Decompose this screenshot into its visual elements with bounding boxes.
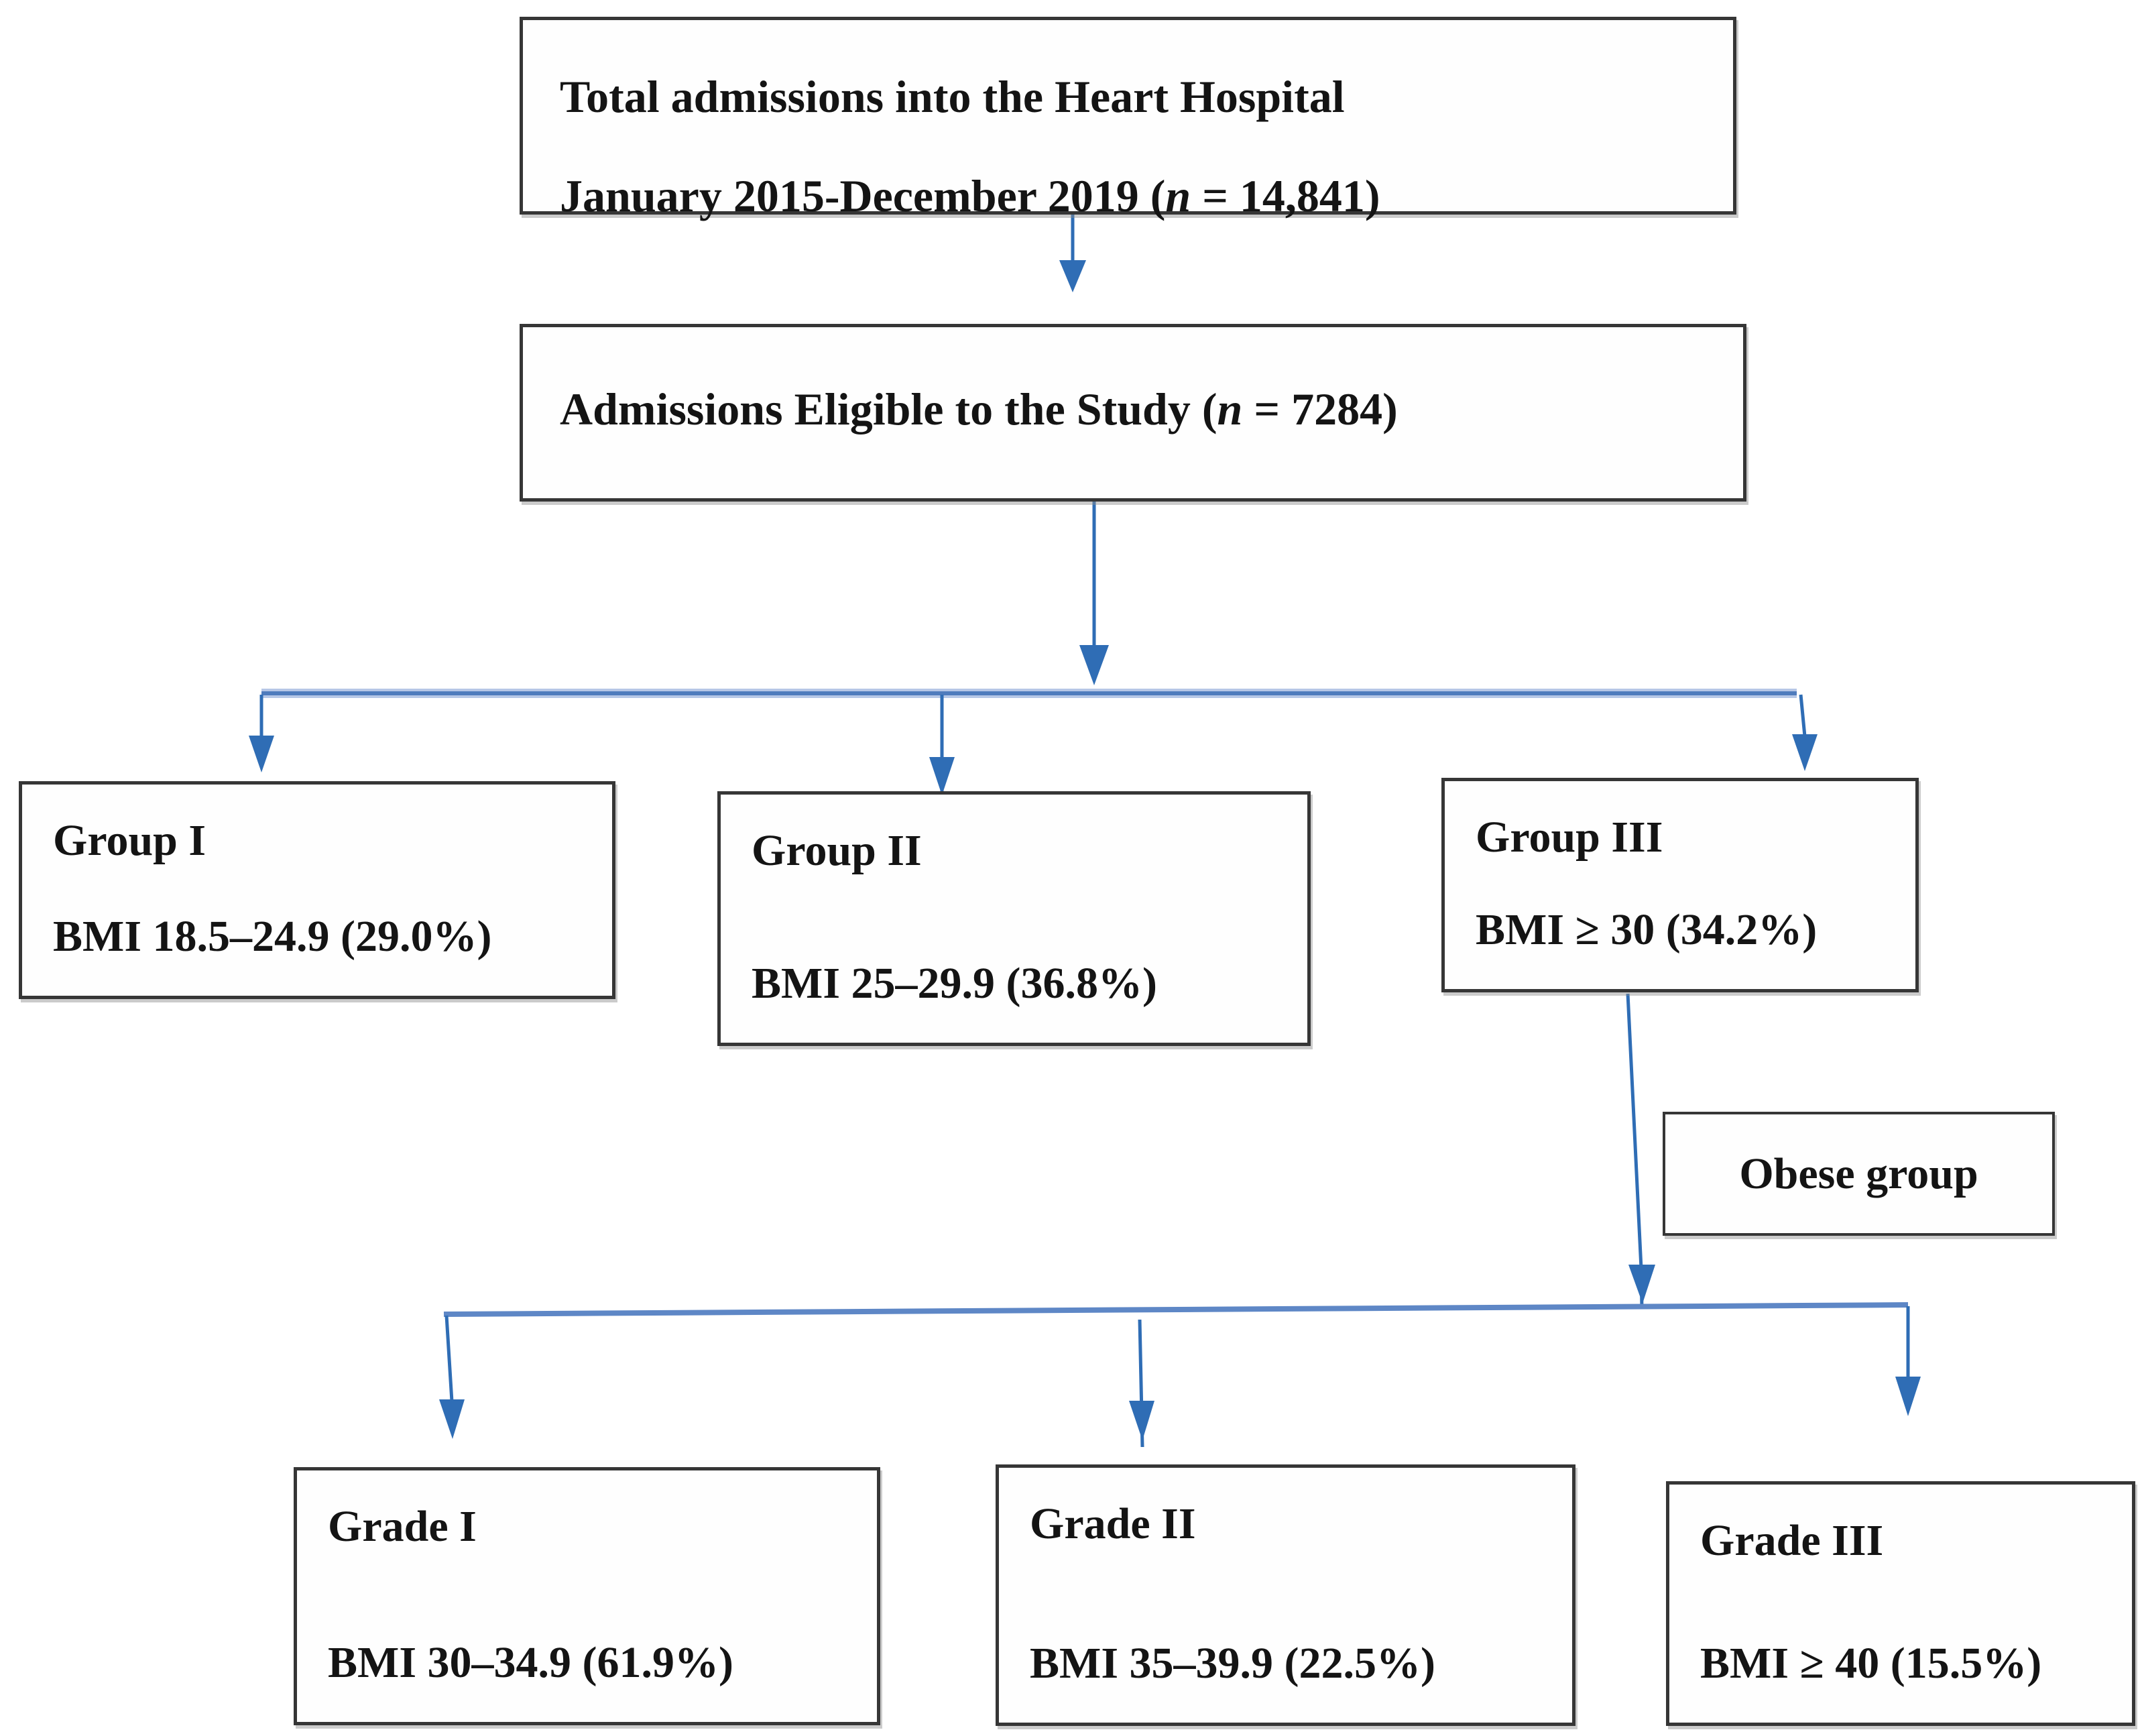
admissions-eligible-label: Admissions Eligible to the Study (n = 72…	[560, 384, 1398, 435]
grade-2-title: Grade II	[1030, 1499, 1196, 1548]
arrow-bus-to-group3	[1792, 694, 1818, 771]
group-1-title: Group I	[53, 816, 206, 865]
node-admissions-eligible: Admissions Eligible to the Study (n = 72…	[520, 324, 1746, 502]
arrowhead-down-icon	[1792, 734, 1818, 771]
node-group-2: Group II BMI 25–29.9 (36.8%)	[717, 791, 1311, 1046]
node-obese-group: Obese group	[1663, 1112, 2055, 1236]
node-total-admissions: Total admissions into the Heart Hospital…	[520, 17, 1736, 221]
n-symbol: n	[1217, 384, 1243, 435]
arrowhead-down-icon	[1079, 645, 1109, 685]
group-1-detail: BMI 18.5–24.9 (29.0%)	[53, 912, 492, 962]
grade-3-detail: BMI ≥ 40 (15.5%)	[1700, 1639, 2042, 1688]
total-admissions-line2: January 2015-December 2019 (n = 14,841)	[560, 170, 1380, 221]
grade-1-detail: BMI 30–34.9 (61.9%)	[328, 1638, 733, 1688]
group-3-title: Group III	[1476, 813, 1663, 862]
arrow-bus2-to-grade3	[1895, 1306, 1921, 1416]
bus-line-grades	[443, 1302, 1909, 1317]
group-2-detail: BMI 25–29.9 (36.8%)	[752, 959, 1157, 1008]
group-3-detail: BMI ≥ 30 (34.2%)	[1476, 905, 1818, 955]
arrow-bus2-to-grade2	[1129, 1319, 1154, 1448]
total-admissions-line1: Total admissions into the Heart Hospital	[560, 71, 1345, 122]
grade-1-title: Grade I	[328, 1502, 477, 1551]
obese-group-label: Obese group	[1739, 1149, 1978, 1198]
arrow-group3-to-bus2	[1626, 993, 1655, 1310]
node-group-1: Group I BMI 18.5–24.9 (29.0%)	[19, 781, 615, 999]
arrow-bus2-to-grade1	[439, 1315, 465, 1439]
grade-3-title: Grade III	[1700, 1516, 1884, 1565]
arrowhead-down-icon	[249, 736, 274, 772]
node-grade-1: Grade I BMI 30–34.9 (61.9%)	[294, 1467, 880, 1725]
node-group-3: Group III BMI ≥ 30 (34.2%)	[1441, 778, 1919, 992]
n-symbol: n	[1165, 170, 1191, 221]
arrowhead-down-icon	[1129, 1401, 1154, 1440]
node-grade-3: Grade III BMI ≥ 40 (15.5%)	[1666, 1481, 2135, 1726]
group-2-title: Group II	[752, 826, 922, 875]
arrow-total-to-eligible	[1059, 213, 1086, 292]
arrowhead-down-icon	[1895, 1377, 1921, 1416]
arrow-eligible-to-bus	[1079, 501, 1109, 685]
arrow-bus-to-group1	[249, 695, 274, 772]
arrowhead-down-icon	[929, 757, 955, 795]
arrowhead-down-icon	[1059, 260, 1086, 292]
arrow-bus-to-group2	[929, 695, 955, 803]
node-grade-2: Grade II BMI 35–39.9 (22.5%)	[996, 1464, 1575, 1726]
arrowhead-down-icon	[1628, 1265, 1655, 1304]
arrowhead-down-icon	[439, 1399, 465, 1439]
grade-2-detail: BMI 35–39.9 (22.5%)	[1030, 1639, 1435, 1688]
